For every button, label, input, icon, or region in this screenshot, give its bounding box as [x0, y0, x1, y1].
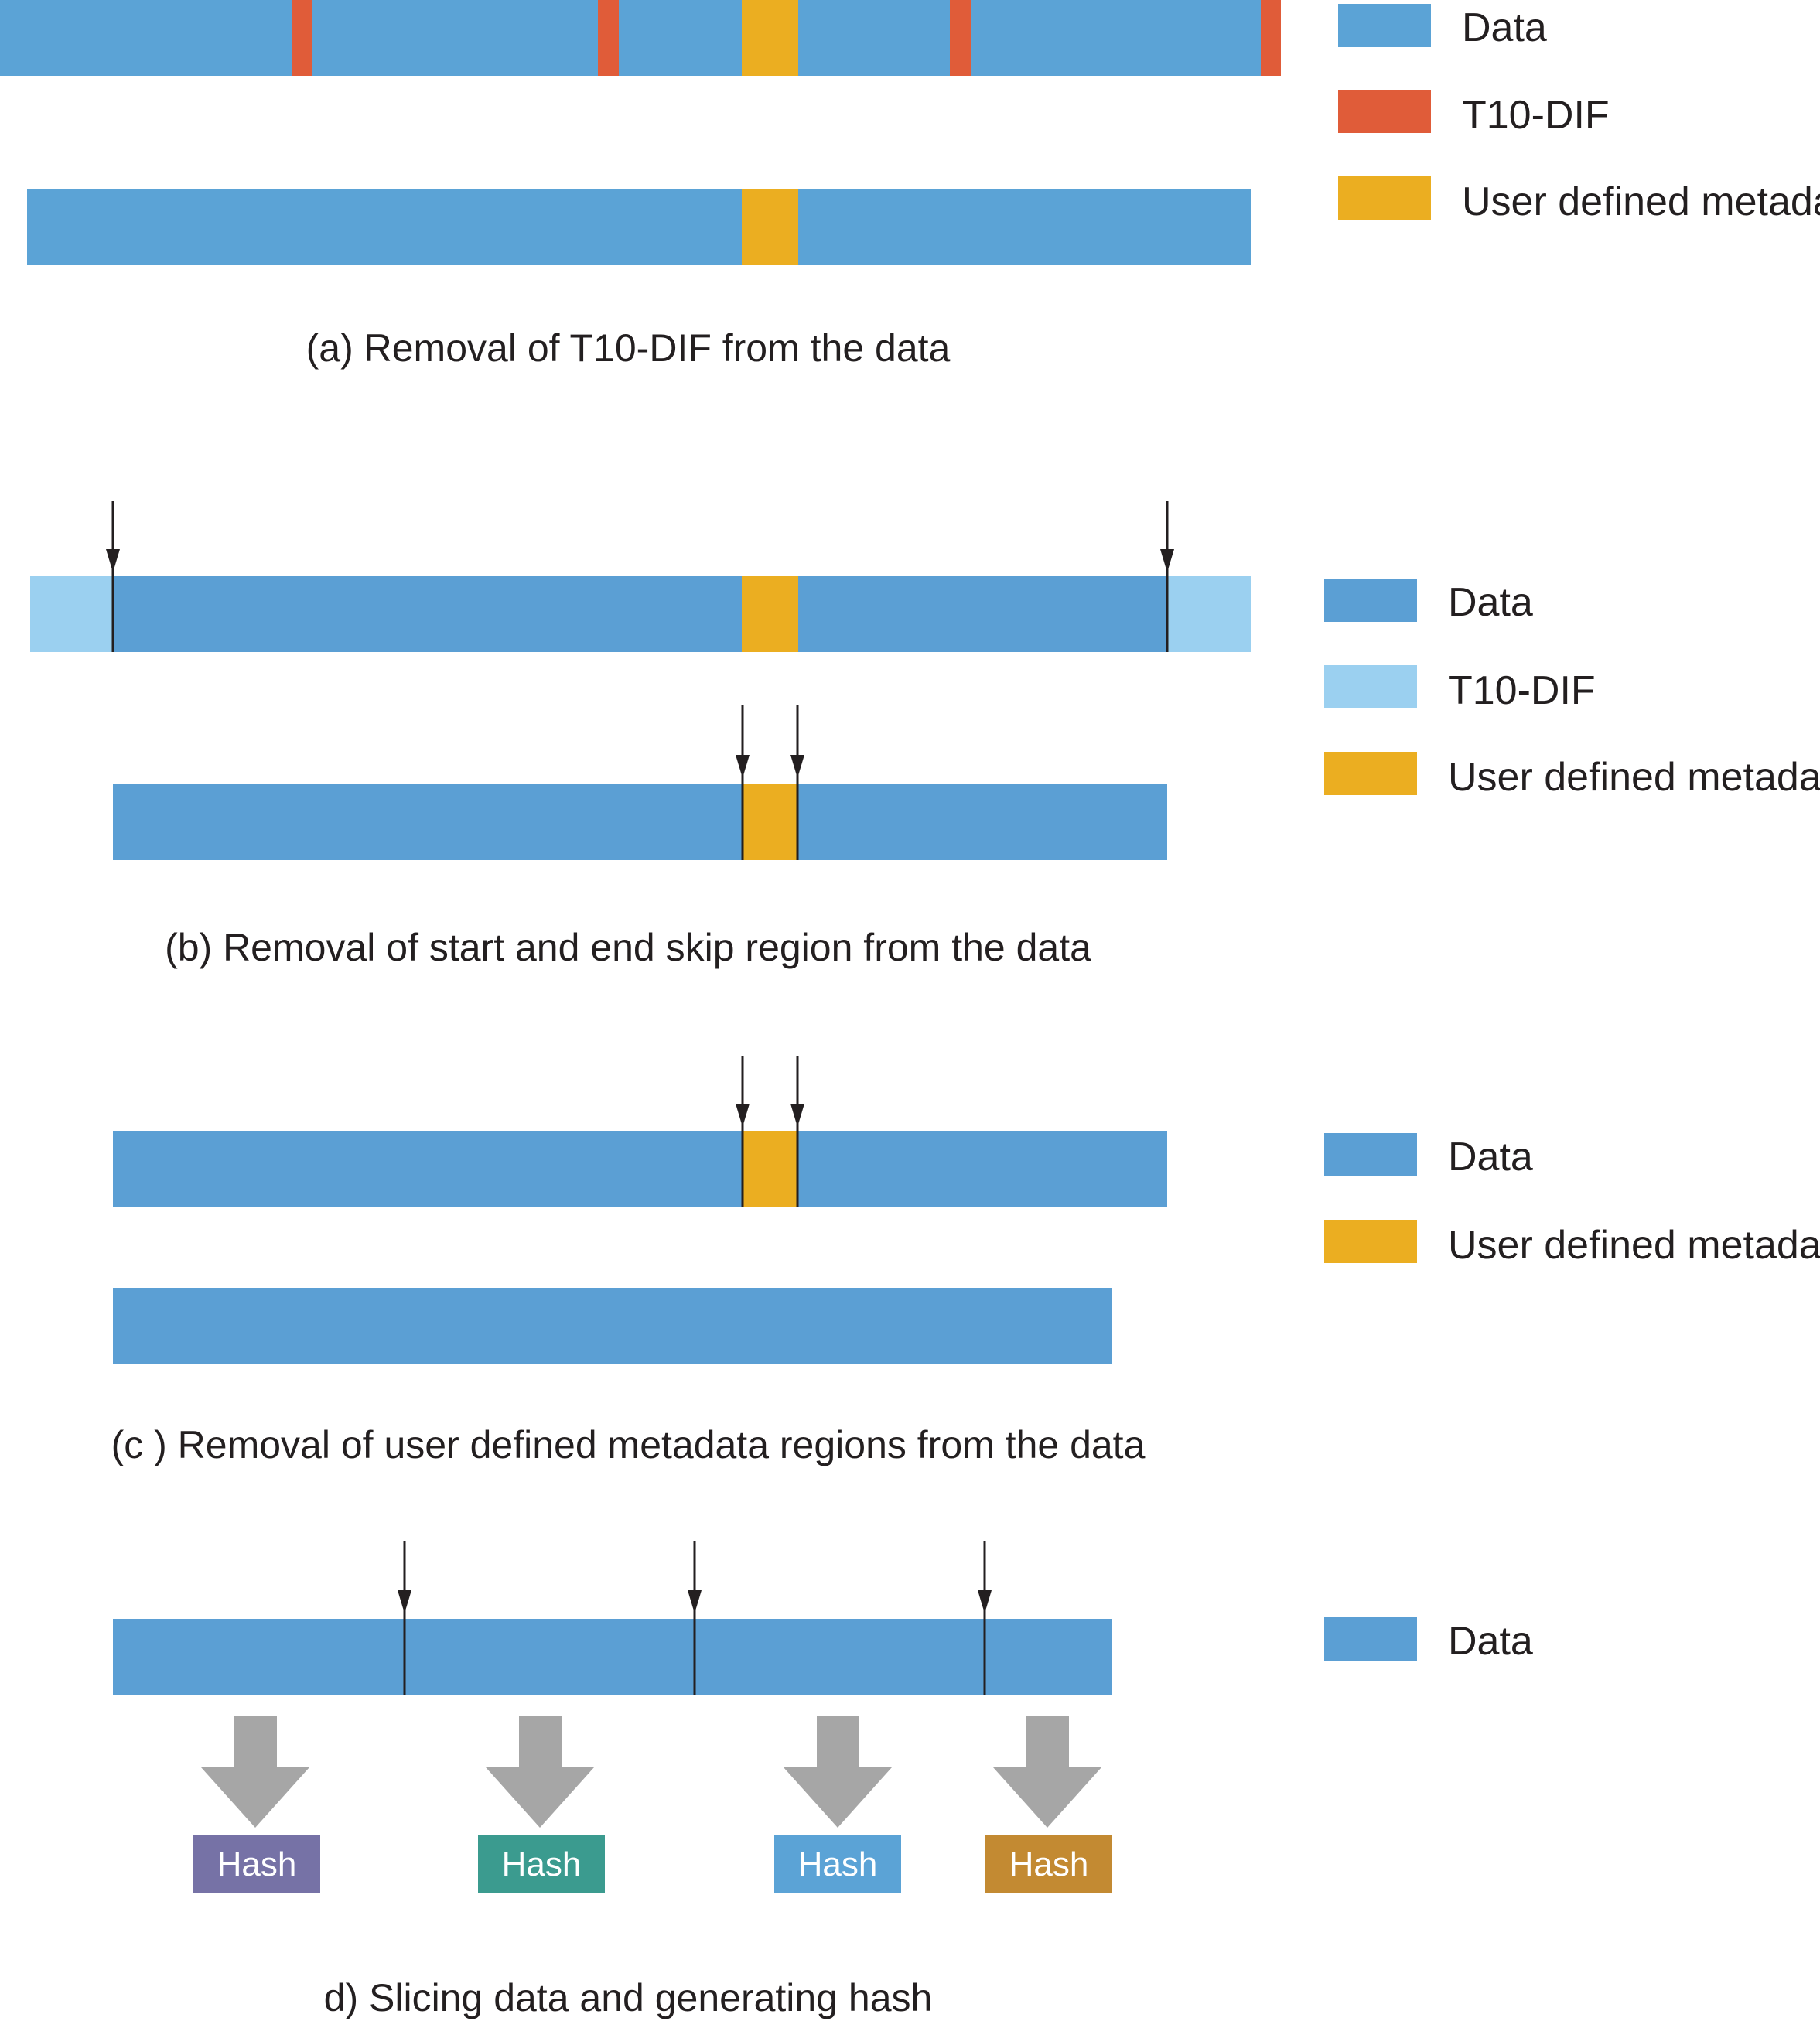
panel-b-legend-swatch-t10dif: [1324, 665, 1417, 708]
panel-d-slice-arrow-1: [398, 1541, 411, 1695]
panel-a-top-t10dif-4: [1261, 0, 1281, 76]
panel-a-legend-swatch-t10dif: [1338, 90, 1431, 133]
panel-a-bottom-data-2: [798, 189, 1251, 265]
panel-a-legend-label-metadata: User defined metadata: [1462, 179, 1820, 224]
panel-b-legend-label-t10dif: T10-DIF: [1448, 668, 1596, 713]
panel-c-top-data-1: [113, 1131, 742, 1207]
panel-a: (a) Removal of T10-DIF from the data Dat…: [0, 0, 1820, 370]
panel-a-top-t10dif-3: [950, 0, 971, 76]
panel-d-hash-arrow-4: [993, 1716, 1101, 1828]
panel-b-top-data-1: [113, 576, 742, 652]
panel-c-top-metadata: [742, 1131, 798, 1207]
panel-d-hash-label-3: Hash: [798, 1845, 878, 1883]
panel-a-caption: (a) Removal of T10-DIF from the data: [306, 326, 951, 370]
panel-b-top-skip-start: [30, 576, 113, 652]
panel-d-hash-arrow-3: [784, 1716, 892, 1828]
panel-c: (c ) Removal of user defined metadata re…: [111, 1056, 1820, 1466]
panel-b-bottom-data-2: [798, 784, 1167, 860]
panel-b-bottom-metadata: [742, 784, 798, 860]
panel-d-legend-swatch-data: [1324, 1617, 1417, 1661]
panel-a-top-data-4: [798, 0, 950, 76]
panel-b-metadata-arrow-right: [790, 705, 804, 860]
panel-b-cut-arrow-end: [1160, 501, 1174, 652]
panel-b-legend-label-data: Data: [1448, 580, 1533, 625]
panel-c-bottom-data: [113, 1288, 1112, 1364]
panel-b-legend-swatch-data: [1324, 579, 1417, 622]
panel-c-legend-label-metadata: User defined metadata: [1448, 1223, 1820, 1268]
panel-a-top-data-1: [0, 0, 292, 76]
panel-d-slice-arrow-3: [978, 1541, 992, 1695]
panel-b-metadata-arrow-left: [736, 705, 750, 860]
panel-d-hash-box-4: Hash: [985, 1835, 1112, 1893]
panel-d-legend-label-data: Data: [1448, 1619, 1533, 1664]
panel-c-legend-label-data: Data: [1448, 1135, 1533, 1180]
panel-d-hash-label-1: Hash: [217, 1845, 297, 1883]
panel-d-hash-label-2: Hash: [502, 1845, 582, 1883]
panel-a-bottom-metadata: [742, 189, 798, 265]
panel-a-top-data-2: [312, 0, 598, 76]
panel-d-hash-box-1: Hash: [193, 1835, 320, 1893]
panel-b-cut-arrow-start: [106, 501, 120, 652]
panel-a-legend-label-data: Data: [1462, 5, 1547, 50]
panel-b-top-skip-end: [1167, 576, 1251, 652]
panel-a-top-t10dif-1: [292, 0, 312, 76]
panel-c-top-data-2: [798, 1131, 1167, 1207]
panel-a-legend-swatch-metadata: [1338, 176, 1431, 220]
panel-b-top-data-2: [798, 576, 1167, 652]
panel-d-slice-arrow-2: [688, 1541, 702, 1695]
panel-b-caption: (b) Removal of start and end skip region…: [165, 926, 1091, 969]
panel-c-legend-swatch-metadata: [1324, 1220, 1417, 1263]
panel-d-hash-label-4: Hash: [1009, 1845, 1089, 1883]
panel-b-top-metadata: [742, 576, 798, 652]
panel-b: (b) Removal of start and end skip region…: [30, 501, 1820, 969]
panel-a-bottom-data-1: [27, 189, 742, 265]
panel-d: Hash Hash Hash Hash d) Slicing data and …: [113, 1541, 1533, 2019]
panel-c-legend-swatch-data: [1324, 1133, 1417, 1176]
panel-c-metadata-arrow-left: [736, 1056, 750, 1207]
panel-d-hash-box-3: Hash: [774, 1835, 901, 1893]
panel-a-top-data-3: [619, 0, 742, 76]
panel-b-legend-swatch-metadata: [1324, 752, 1417, 795]
panel-d-hash-arrow-1: [201, 1716, 309, 1828]
panel-b-legend-label-metadata: User defined metadata: [1448, 755, 1820, 800]
panel-d-caption: d) Slicing data and generating hash: [324, 1976, 933, 2019]
panel-c-metadata-arrow-right: [790, 1056, 804, 1207]
panel-a-legend-label-t10dif: T10-DIF: [1462, 93, 1610, 138]
panel-c-caption: (c ) Removal of user defined metadata re…: [111, 1423, 1146, 1466]
panel-b-bottom-data-1: [113, 784, 742, 860]
panel-a-top-metadata: [742, 0, 798, 76]
panel-d-hash-box-2: Hash: [478, 1835, 605, 1893]
panel-d-hash-arrow-2: [486, 1716, 594, 1828]
panel-a-top-t10dif-2: [598, 0, 619, 76]
panel-d-data-bar: [113, 1619, 1112, 1695]
panel-a-top-data-5: [971, 0, 1261, 76]
panel-a-legend-swatch-data: [1338, 4, 1431, 47]
